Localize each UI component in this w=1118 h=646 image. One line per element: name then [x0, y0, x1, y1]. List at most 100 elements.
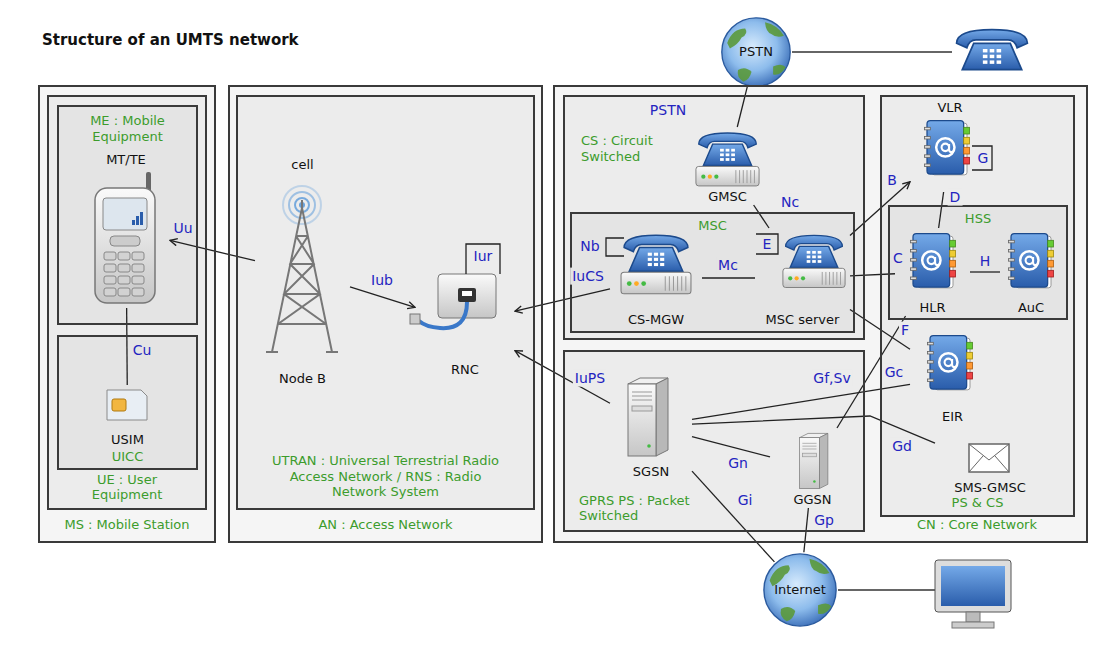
illustration: [38, 85, 1088, 543]
mobile-phone-icon: [95, 188, 155, 303]
network-element: GMSC: [690, 127, 765, 205]
label-slot: E: [763, 236, 772, 253]
database-book-icons: [928, 336, 973, 390]
text-slot: MSC server: [755, 312, 850, 328]
rnc-router-icon: [410, 314, 420, 324]
switch-phone-icons: [606, 238, 624, 256]
mobile-phone-icon: [118, 288, 130, 296]
antenna-tower-icon: [266, 200, 338, 352]
label-slot: Gi: [736, 492, 755, 509]
label-slot: IuPS: [573, 370, 607, 387]
region-box: UE : User EquipmentME : Mobile Equipment…: [47, 95, 207, 510]
title-slot: Structure of an UMTS network: [42, 31, 299, 49]
interface-name: Gp: [812, 512, 836, 529]
mobile-phone-icon: [118, 276, 130, 284]
text-slot: GPRS PS : Packet Switched: [579, 493, 729, 524]
computer-icon: [941, 566, 1005, 606]
text-slot: MSC: [673, 218, 753, 234]
rnc-router-icon: [466, 244, 500, 274]
text-slot: PS & CS: [918, 495, 1038, 511]
label-slot: F: [899, 322, 911, 339]
element-label: SGSN: [610, 464, 692, 480]
network-element: CS-MGW: [610, 228, 702, 328]
region-box: ME : Mobile EquipmentMT/TE: [57, 105, 198, 325]
network-element: RNC: [415, 268, 515, 378]
computer-icon: [838, 589, 935, 590]
label-slot: C: [891, 250, 905, 267]
region-label: UTRAN : Universal Terrestrial Radio Acce…: [261, 453, 511, 500]
region-ground: [47, 95, 207, 510]
network-cloud: Internet: [762, 552, 838, 628]
text-slot: GGSN: [770, 492, 855, 508]
network-element: MT/TE: [82, 152, 170, 308]
server-icons: [628, 378, 668, 456]
region-ground: [563, 350, 865, 532]
interface-line: [702, 277, 755, 278]
label-slot: Gc: [883, 364, 906, 381]
database-book-icons: [925, 121, 970, 175]
text-slot: RNC: [415, 362, 515, 378]
region-box: MS : Mobile StationUE : User EquipmentME…: [38, 85, 216, 543]
text-slot: PSTN: [720, 44, 792, 60]
text-slot: SMS-GMSC: [935, 480, 1045, 496]
text-slot: UTRAN : Universal Terrestrial Radio Acce…: [261, 453, 511, 500]
rnc-router-icon: [410, 244, 500, 328]
mobile-phone-icon: [110, 236, 140, 246]
region-label: UICC: [68, 449, 188, 465]
network-element: HLR: [895, 228, 970, 316]
label-slot: G: [978, 150, 989, 167]
telephone-icon: [792, 30, 1027, 70]
interface-name: E: [763, 236, 772, 253]
switch-phone-icons: [696, 133, 759, 186]
region-box: MSC CS-MGW MSC server: [570, 212, 855, 333]
switch-phone-icons: [756, 234, 778, 254]
interface-line: [754, 205, 769, 228]
label-slot: Iub: [369, 272, 395, 289]
mobile-phone-icon: [104, 252, 144, 296]
interface-line: [970, 271, 1000, 272]
network-element: VLR: [910, 100, 990, 192]
database-book-icons: [911, 121, 1054, 390]
telephone-icon: [957, 30, 1028, 70]
interface-line: [692, 384, 910, 419]
switch-phone-icons: [621, 235, 691, 294]
antenna-tower-icon: [266, 186, 338, 352]
region-ground: [57, 105, 198, 325]
network-element: SGSN: [610, 372, 692, 480]
label-slot: Gd: [890, 438, 914, 455]
region-box: AN : Access NetworkUTRAN : Universal Ter…: [228, 85, 543, 543]
mobile-phone-icon: [132, 252, 144, 260]
mobile-phone-icon: [104, 252, 116, 260]
region-box: CN : Core NetworkCS : Circuit SwitchedGM…: [553, 85, 1088, 543]
region-ground: [880, 95, 1075, 517]
interface-name: G: [978, 150, 989, 167]
label-slot: B: [885, 172, 899, 189]
element-label: VLR: [910, 100, 990, 116]
label-slot: IuCS: [570, 268, 606, 285]
label-slot: H: [978, 253, 993, 270]
element-label: AuC: [1000, 300, 1062, 316]
element-label: Internet: [762, 582, 838, 598]
region-ground: [236, 95, 535, 510]
network-element: SMS-GMSC: [935, 436, 1045, 496]
interface-name: Cu: [131, 342, 154, 359]
sim-card-icon: [107, 390, 147, 420]
element-label: CS-MGW: [610, 312, 702, 328]
text-slot: VLR: [910, 100, 990, 116]
text-slot: EIR: [910, 409, 995, 425]
element-label: MSC server: [755, 312, 850, 328]
element-label: GMSC: [690, 189, 765, 205]
interface-name: H: [978, 253, 993, 270]
text-slot: HLR: [895, 300, 970, 316]
mobile-phone-icon: [118, 252, 130, 260]
text-slot: USIM: [95, 432, 160, 448]
region-box: UTRAN : Universal Terrestrial Radio Acce…: [236, 95, 535, 510]
interface-name: IuPS: [573, 370, 607, 387]
element-label: cell: [255, 157, 350, 173]
network-element: AuC: [1000, 228, 1062, 316]
mobile-phone-icon: [132, 276, 144, 284]
interface-name: F: [899, 322, 911, 339]
network-element: GGSN: [770, 428, 855, 508]
mobile-phone-icon: [132, 220, 135, 225]
